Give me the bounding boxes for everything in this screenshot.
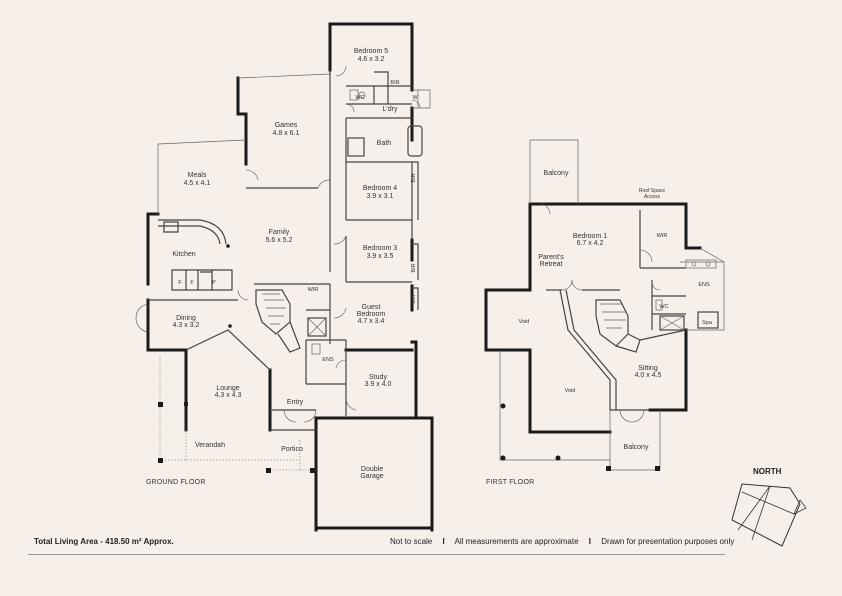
room-bir-name: BIR bbox=[390, 80, 399, 86]
room-study-size: 3.9 x 4.0 bbox=[365, 381, 392, 388]
room-ens-ff-name: ENS bbox=[698, 282, 710, 288]
room-wir-ff-name: WIR bbox=[657, 233, 668, 239]
north-compass-icon bbox=[731, 483, 807, 547]
room-roof-access-name: Roof Space bbox=[639, 188, 665, 194]
room-meals-name: Meals bbox=[188, 172, 207, 179]
room-family-size: 5.6 x 5.2 bbox=[266, 237, 293, 244]
room-study-name: Study bbox=[369, 374, 387, 381]
ground-floor-plan: Bedroom 5 4.6 x 3.2 Games 4.8 x 6.1 Meal… bbox=[135, 22, 434, 532]
room-portico-name: Portico bbox=[281, 446, 303, 453]
note-measurements: All measurements are approximate bbox=[454, 537, 579, 546]
room-bedroom5-size: 4.6 x 3.2 bbox=[358, 56, 385, 63]
note-separator-2: I bbox=[588, 537, 592, 546]
room-void-left-name: Void bbox=[519, 319, 530, 325]
room-bedroom4-name: Bedroom 4 bbox=[363, 185, 397, 192]
room-lounge-size: 4.3 x 4.3 bbox=[215, 392, 242, 399]
room-bedroom5-name: Bedroom 5 bbox=[354, 48, 388, 55]
room-parents-name: Parent's bbox=[538, 254, 564, 261]
room-guest-name2: Bedroom bbox=[357, 311, 386, 318]
note-presentation: Drawn for presentation purposes only bbox=[601, 537, 735, 546]
room-laundry-name: L'dry bbox=[383, 106, 398, 113]
room-bedroom3-size: 3.9 x 3.5 bbox=[367, 253, 394, 260]
room-wir-name: WIR bbox=[308, 287, 319, 293]
room-meals-size: 4.5 x 4.1 bbox=[184, 180, 211, 187]
room-guest-name: Guest bbox=[362, 304, 381, 311]
room-balcony-bottom-name: Balcony bbox=[624, 444, 649, 451]
room-bir-name-bed4: BIR bbox=[411, 173, 417, 182]
room-dining-size: 4.3 x 3.2 bbox=[173, 322, 200, 329]
room-wc-ff-name: WC bbox=[659, 304, 668, 310]
room-lounge-name: Lounge bbox=[216, 385, 239, 392]
kitchen-pantry-label: P bbox=[212, 280, 216, 286]
room-roof-access-name2: Access bbox=[644, 194, 661, 200]
room-sitting-size: 4.0 x 4.5 bbox=[635, 372, 662, 379]
room-bir-name-guest: BIR bbox=[411, 294, 417, 303]
room-family-name: Family bbox=[269, 229, 290, 236]
room-sitting-name: Sitting bbox=[638, 365, 658, 372]
room-void-centre-name: Void bbox=[565, 388, 576, 394]
room-bedroom4-size: 3.9 x 3.1 bbox=[367, 193, 394, 200]
room-guest-size: 4.7 x 3.4 bbox=[358, 318, 385, 325]
room-bir-name-bed3: BIR bbox=[411, 263, 417, 272]
room-spa-name: Spa bbox=[702, 320, 713, 326]
first-floor-label: FIRST FLOOR bbox=[486, 479, 534, 486]
room-games-size: 4.8 x 6.1 bbox=[273, 130, 300, 137]
room-balcony-top-name: Balcony bbox=[544, 170, 569, 177]
room-bedroom3-name: Bedroom 3 bbox=[363, 245, 397, 252]
room-garage-name2: Garage bbox=[360, 473, 383, 480]
room-bedroom1-name: Bedroom 1 bbox=[573, 233, 607, 240]
room-ens-name: ENS bbox=[322, 357, 334, 363]
kitchen-fridge-label: F bbox=[178, 280, 182, 286]
room-w-name: W bbox=[412, 95, 418, 101]
note-separator-1: I bbox=[442, 537, 445, 546]
room-dining-name: Dining bbox=[176, 315, 196, 322]
north-label: NORTH bbox=[753, 467, 782, 476]
room-games-name: Games bbox=[275, 122, 298, 129]
room-kitchen-name: Kitchen bbox=[172, 251, 195, 258]
first-floor-plan: Balcony Bedroom 1 6.7 x 4.2 WIR Roof Spa… bbox=[484, 139, 725, 486]
room-verandah-name: Verandah bbox=[195, 442, 225, 449]
ground-floor-label: GROUND FLOOR bbox=[146, 479, 206, 486]
total-living-area: Total Living Area - 418.50 m² Approx. bbox=[34, 537, 174, 546]
footer-notes: Not to scale I All measurements are appr… bbox=[390, 537, 734, 546]
note-not-to-scale: Not to scale bbox=[390, 537, 433, 546]
footer-divider bbox=[28, 554, 725, 555]
room-bedroom1-size: 6.7 x 4.2 bbox=[577, 240, 604, 247]
kitchen-freezer-label: F bbox=[190, 280, 194, 286]
room-bath-name: Bath bbox=[377, 140, 392, 147]
room-parents-name2: Retreat bbox=[540, 261, 563, 268]
room-entry-name: Entry bbox=[287, 399, 304, 406]
room-garage-name: Double bbox=[361, 466, 383, 473]
room-wc-name: WC bbox=[355, 95, 364, 101]
